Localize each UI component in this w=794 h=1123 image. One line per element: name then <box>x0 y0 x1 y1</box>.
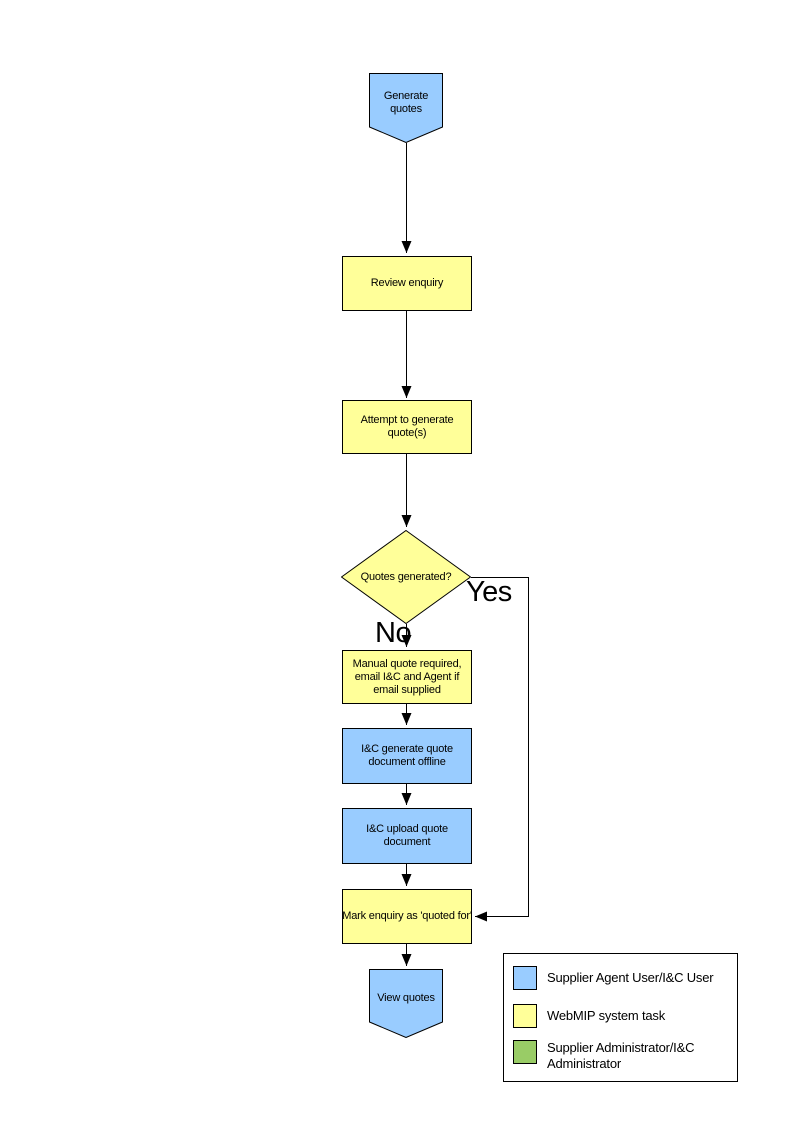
node-generate-offline: I&C generate quote document offline <box>342 728 472 784</box>
node-manual-quote-required: Manual quote required, email I&C and Age… <box>342 650 472 704</box>
node-upload-document: I&C upload quote document <box>342 808 472 864</box>
legend-item-system-task: WebMIP system task <box>513 1004 665 1028</box>
legend: Supplier Agent User/I&C User WebMIP syst… <box>503 953 738 1082</box>
legend-label: Supplier Agent User/I&C User <box>547 970 714 985</box>
node-label: Review enquiry <box>370 277 444 289</box>
node-label: Quotes generated? <box>360 570 452 583</box>
node-view-quotes: View quotes <box>369 969 443 1038</box>
pentagon-shape <box>369 969 443 1038</box>
diamond-shape <box>341 530 471 624</box>
no-branch-label: No <box>375 617 412 649</box>
node-attempt-generate: Attempt to generate quote(s) <box>342 400 472 454</box>
node-label: View quotes <box>377 992 435 1004</box>
legend-label: Supplier Administrator/I&C Administrator <box>547 1040 695 1071</box>
yes-branch-label: Yes <box>466 576 512 608</box>
pentagon-shape <box>369 73 443 143</box>
green-swatch <box>513 1040 537 1064</box>
legend-label: WebMIP system task <box>547 1008 666 1023</box>
blue-swatch <box>513 966 537 990</box>
legend-item-administrator: Supplier Administrator/I&C Administrator <box>513 1040 732 1072</box>
node-label: Attempt to generate quote(s) <box>360 414 454 439</box>
node-label: Mark enquiry as 'quoted for' <box>342 910 472 922</box>
connector-decision-yes-mark <box>471 577 529 922</box>
node-label: I&C upload quote document <box>366 823 448 848</box>
node-label: I&C generate quote document offline <box>361 743 453 768</box>
node-label: Generate quotes <box>383 90 429 115</box>
node-mark-quoted-for: Mark enquiry as 'quoted for' <box>342 889 472 944</box>
node-quotes-generated-decision: Quotes generated? <box>341 530 471 624</box>
node-review-enquiry: Review enquiry <box>342 256 472 311</box>
yellow-swatch <box>513 1004 537 1028</box>
legend-item-agent-user: Supplier Agent User/I&C User <box>513 966 714 990</box>
node-label: Manual quote required, email I&C and Age… <box>352 657 462 696</box>
node-generate-quotes: Generate quotes <box>369 73 443 143</box>
